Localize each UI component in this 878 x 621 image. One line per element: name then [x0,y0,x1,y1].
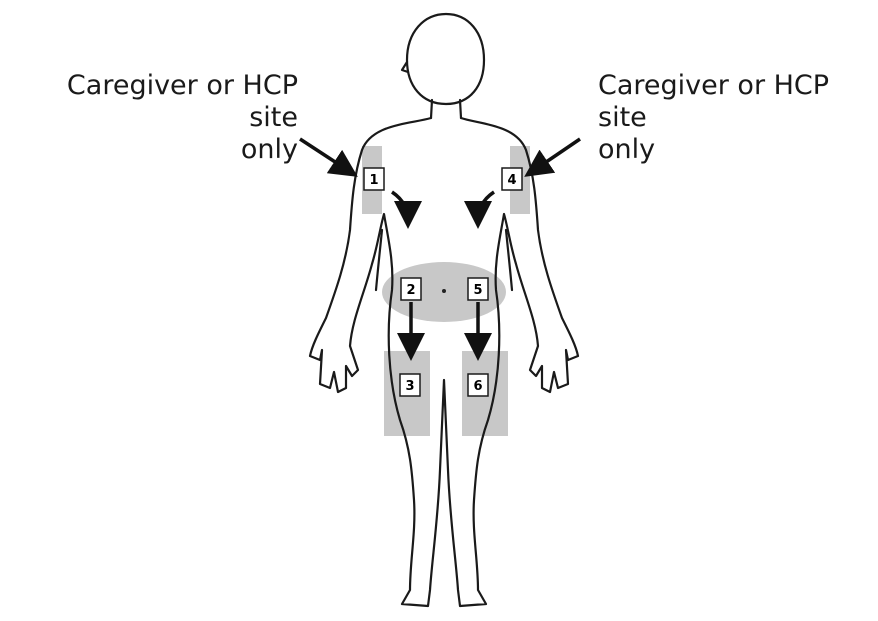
site-number-5: 5 [473,283,482,298]
site-number-4: 4 [507,173,516,188]
site-marker-5: 5 [468,278,488,300]
caption-arrow-right [530,139,580,173]
site-marker-2: 2 [401,278,421,300]
site-marker-6: 6 [468,374,488,396]
rotation-arrow-4-to-5 [478,192,494,222]
site-marker-1: 1 [364,168,384,190]
site-number-1: 1 [369,173,378,188]
navel-dot [442,289,446,293]
rotation-arrow-1-to-2 [392,192,408,222]
site-marker-3: 3 [400,374,420,396]
site-number-2: 2 [406,283,415,298]
site-number-3: 3 [405,379,414,394]
site-marker-4: 4 [502,168,522,190]
caption-arrow-left [300,139,352,173]
site-number-6: 6 [473,379,482,394]
